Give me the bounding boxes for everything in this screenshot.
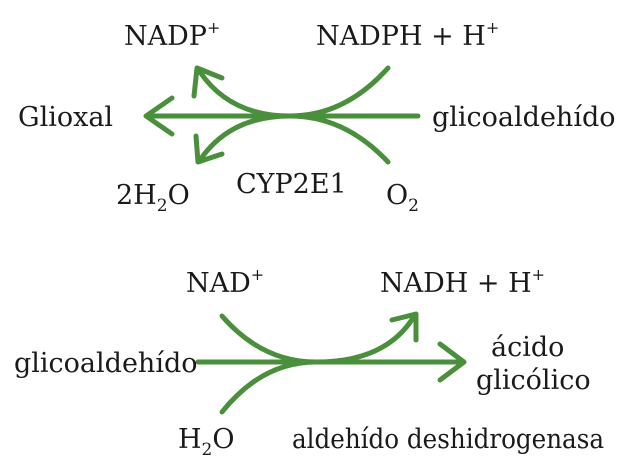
reaction-2: NAD+ NADH + H+ glicoaldehído ácido glicó… xyxy=(14,265,604,460)
main-arrowhead-1 xyxy=(143,95,175,137)
reaction-2-arrows xyxy=(195,311,467,415)
cofactor-out-curve-2 xyxy=(313,315,416,365)
main-arrowhead-2 xyxy=(437,341,467,383)
water-out-head-1 xyxy=(193,133,225,165)
glicolico-label: glicólico xyxy=(476,365,591,396)
acido-label: ácido xyxy=(491,332,564,363)
oxygen-label: O2 xyxy=(386,180,419,216)
nadph-label: NADPH + H+ xyxy=(316,18,499,52)
nadh-label: NADH + H+ xyxy=(380,265,545,299)
water-in-curve-2 xyxy=(219,359,319,415)
cofactor-in-curve-2 xyxy=(219,313,319,365)
cofactor-in-curve-1 xyxy=(287,65,391,119)
nad-label: NAD+ xyxy=(186,265,264,299)
reaction-1-arrows xyxy=(143,65,421,165)
cofactor-out-head-2 xyxy=(389,311,419,343)
oxygen-in-curve-1 xyxy=(287,113,391,165)
water-label-2: H2O xyxy=(178,424,235,460)
nadp-label: NADP+ xyxy=(124,18,220,52)
water-out-curve-1 xyxy=(197,113,293,163)
water-label-1: 2H2O xyxy=(116,180,190,216)
enzyme-label-cyp2e1: CYP2E1 xyxy=(236,169,347,200)
glicoaldehido-label-2: glicoaldehído xyxy=(14,348,198,379)
enzyme-label-aldh: aldehído deshidrogenasa xyxy=(292,424,604,455)
reaction-1: NADP+ NADPH + H+ Glioxal glicoaldehído 2… xyxy=(18,18,616,216)
glicoaldehido-label-1: glicoaldehído xyxy=(432,102,616,133)
cofactor-out-head-1 xyxy=(191,65,225,99)
glioxal-label: Glioxal xyxy=(18,102,113,133)
cofactor-out-curve-1 xyxy=(197,69,293,119)
